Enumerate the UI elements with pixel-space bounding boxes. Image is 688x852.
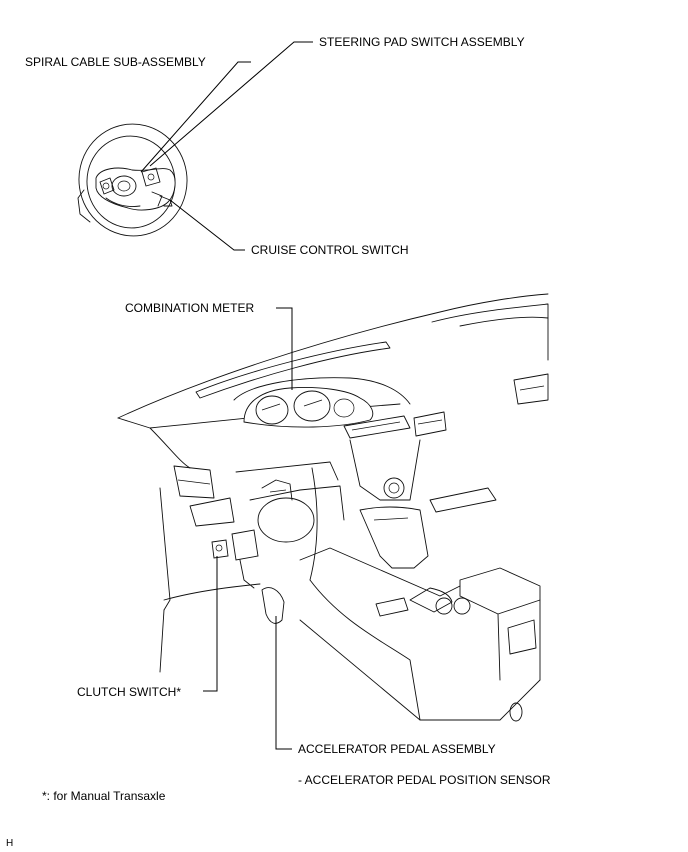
- footnote: *: for Manual Transaxle: [42, 789, 166, 803]
- spiral-cable-leader: [140, 61, 251, 173]
- corner-mark: H: [6, 838, 14, 849]
- dashboard-drawing: [117, 293, 549, 722]
- steering-pad-leader: [149, 41, 313, 167]
- combination-meter-label: COMBINATION METER: [125, 301, 255, 315]
- cruise-control-leader: [169, 199, 245, 251]
- combination-meter-leader: [276, 307, 293, 390]
- spiral-cable-label: SPIRAL CABLE SUB-ASSEMBLY: [25, 55, 206, 69]
- clutch-switch-leader: [203, 556, 218, 692]
- cruise-control-switch-label: CRUISE CONTROL SWITCH: [251, 243, 409, 257]
- clutch-switch-label: CLUTCH SWITCH*: [77, 685, 181, 699]
- accelerator-pedal-leader: [275, 616, 292, 750]
- accelerator-sensor-label: - ACCELERATOR PEDAL POSITION SENSOR: [298, 773, 551, 787]
- steering-pad-switch-label: STEERING PAD SWITCH ASSEMBLY: [319, 35, 525, 49]
- steering-wheel-drawing: [77, 123, 188, 237]
- accelerator-pedal-label: ACCELERATOR PEDAL ASSEMBLY: [298, 742, 496, 756]
